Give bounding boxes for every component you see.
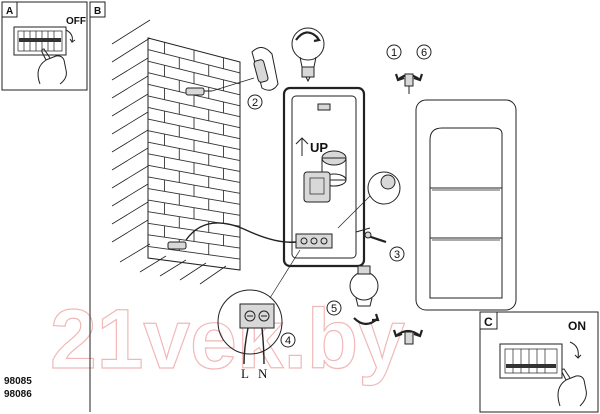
step3-circle	[389, 246, 405, 262]
wall-hatching	[111, 19, 227, 285]
panel-c-label-box	[479, 311, 498, 330]
panel-c: C ON	[479, 311, 599, 413]
socket-detail	[337, 171, 401, 229]
wiring-detail: 4 L N	[217, 249, 301, 381]
step1-number: 1	[391, 47, 397, 59]
panel-c-label: C	[484, 315, 493, 329]
luminaire-front	[415, 99, 517, 311]
brick-course-line	[147, 164, 241, 183]
mounting-backplate: UP	[282, 86, 371, 268]
panel-a-off-text: OFF	[66, 16, 86, 27]
breaker-panel-off-icon	[13, 26, 76, 85]
brick-course-line	[147, 234, 241, 249]
up-text: UP	[310, 140, 328, 155]
step4-circle	[280, 332, 296, 348]
up-arrow-icon	[295, 137, 309, 156]
screw-rotate-icon	[394, 73, 424, 94]
step3-screw-detail: 3	[364, 231, 405, 262]
panel-a-label-box	[1, 1, 18, 18]
bottom-screw-icon	[392, 329, 424, 345]
step6-circle	[416, 44, 432, 60]
step1-6-screw-detail: 1 6	[386, 44, 432, 94]
wall-plug-lower-icon	[167, 241, 187, 250]
terminal-block-icon	[295, 233, 333, 249]
step3-number: 3	[394, 249, 400, 261]
step2-circle	[247, 94, 263, 110]
step5-number: 5	[331, 303, 337, 315]
panel-c-on-text: ON	[568, 319, 586, 333]
panel-b: B	[89, 1, 106, 412]
panel-a-frame	[1, 1, 88, 91]
bulb-top-icon	[291, 27, 325, 83]
wall-plug-icon	[185, 87, 212, 96]
step1-circle	[386, 44, 402, 60]
brick-course-line	[147, 130, 241, 151]
brick-course-line	[147, 245, 241, 260]
mains-cable	[185, 222, 297, 243]
step4-number: 4	[285, 335, 291, 347]
bulb-bottom-icon	[349, 265, 380, 326]
model-number-1: 98085	[4, 376, 32, 387]
step6-number: 6	[421, 47, 427, 59]
lamp-socket-icon	[303, 150, 347, 203]
step2-number: 2	[252, 97, 258, 109]
panel-b-label: B	[94, 6, 101, 17]
watermark-text: 21vek.by	[50, 292, 405, 386]
step2-plug-detail: 2	[211, 47, 279, 110]
neutral-wire-label: N	[258, 366, 268, 381]
panel-a-label: A	[6, 6, 13, 17]
live-wire-label: L	[241, 366, 249, 381]
model-number-2: 98086	[4, 389, 32, 400]
panel-a: A OFF	[1, 1, 88, 91]
breaker-panel-on-icon	[499, 341, 587, 407]
brick-wall	[111, 19, 297, 285]
connector-block-icon	[239, 303, 275, 329]
panel-c-frame	[479, 311, 599, 413]
step5-circle	[326, 300, 342, 316]
